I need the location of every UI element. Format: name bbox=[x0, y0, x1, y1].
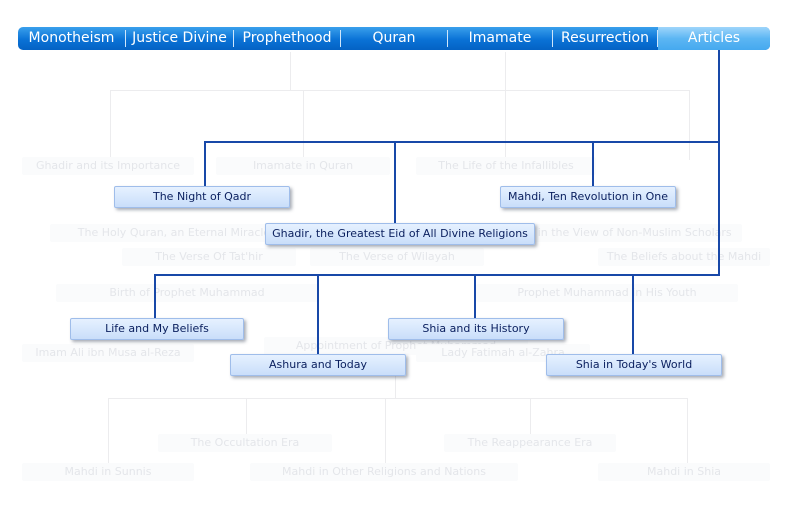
bg-tree-line bbox=[108, 398, 688, 399]
bg-item-birth-prophet: Birth of Prophet Muhammad bbox=[56, 284, 318, 302]
nav-item-quran[interactable]: Quran bbox=[372, 30, 416, 46]
bg-item-imam-ali-reza: Imam Ali ibn Musa al-Reza bbox=[22, 344, 194, 362]
connector-drop bbox=[204, 141, 206, 187]
nav-item-monotheism[interactable]: Monotheism bbox=[28, 30, 115, 46]
nav-separator bbox=[340, 30, 341, 47]
bg-tree-line bbox=[303, 90, 304, 160]
connector-drop bbox=[632, 274, 634, 355]
bg-tree-line bbox=[385, 398, 386, 464]
nav-separator bbox=[552, 30, 553, 47]
bg-tree-line bbox=[110, 90, 111, 160]
nav-item-prophethood[interactable]: Prophethood bbox=[242, 30, 332, 46]
nav-separator bbox=[657, 30, 658, 47]
connector-drop bbox=[394, 141, 396, 224]
bg-tree-line bbox=[505, 52, 506, 90]
article-shia-history[interactable]: Shia and its History bbox=[388, 318, 564, 340]
article-ashura-today[interactable]: Ashura and Today bbox=[230, 354, 406, 376]
bg-item-mahdi-shia: Mahdi in Shia bbox=[598, 463, 770, 481]
article-shia-todays-world[interactable]: Shia in Today's World bbox=[546, 354, 722, 376]
bg-tree-line bbox=[505, 90, 506, 160]
nav-item-imamate[interactable]: Imamate bbox=[468, 30, 532, 46]
bg-item-reappearance-era: The Reappearance Era bbox=[444, 434, 616, 452]
connector-drop bbox=[592, 141, 594, 187]
connector-drop bbox=[317, 274, 319, 355]
bg-tree-line bbox=[687, 398, 688, 464]
nav-separator bbox=[447, 30, 448, 47]
bg-item-verse-wilayah: The Verse of Wilayah bbox=[310, 248, 484, 266]
bg-item-beliefs-mahdi: The Beliefs about the Mahdi bbox=[598, 248, 770, 266]
nav-item-resurrection[interactable]: Resurrection bbox=[561, 30, 649, 46]
nav-separator bbox=[125, 30, 126, 47]
nav-separator bbox=[233, 30, 234, 47]
bg-tree-line bbox=[689, 90, 690, 160]
article-night-of-qadr[interactable]: The Night of Qadr bbox=[114, 186, 290, 208]
bg-item-imamate-in-quran: Imamate in Quran bbox=[216, 157, 390, 175]
article-life-and-beliefs[interactable]: Life and My Beliefs bbox=[70, 318, 244, 340]
bg-item-ghadir-importance: Ghadir and its Importance bbox=[22, 157, 194, 175]
bg-tree-line bbox=[395, 365, 396, 398]
article-ghadir-greatest-eid[interactable]: Ghadir, the Greatest Eid of All Divine R… bbox=[265, 223, 535, 245]
bg-item-mahdi-sunnis: Mahdi in Sunnis bbox=[22, 463, 194, 481]
bg-tree-line bbox=[246, 398, 247, 436]
bg-item-mahdi-other-religions: Mahdi in Other Religions and Nations bbox=[250, 463, 518, 481]
connector-drop bbox=[474, 274, 476, 319]
connector-trunk bbox=[718, 50, 720, 276]
bg-item-quran-non-muslim: Quran in the View of Non-Muslim Scholars bbox=[490, 224, 742, 242]
bg-tree-line bbox=[108, 398, 109, 464]
connector-drop bbox=[154, 274, 156, 319]
bg-item-occultation-era: The Occultation Era bbox=[158, 434, 332, 452]
bg-tree-line bbox=[530, 398, 531, 436]
bg-tree-line bbox=[110, 90, 690, 91]
bg-item-holy-quran-miracle: The Holy Quran, an Eternal Miracle bbox=[50, 224, 298, 242]
connector-branch-top bbox=[204, 141, 720, 143]
bg-tree-line bbox=[290, 52, 291, 90]
nav-item-articles[interactable]: Articles bbox=[658, 27, 770, 50]
bg-item-prophet-youth: Prophet Muhammad in His Youth bbox=[476, 284, 738, 302]
bg-item-life-of-infallibles: The Life of the Infallibles bbox=[416, 157, 596, 175]
bg-item-verse-tathir: The Verse Of Tat'hir bbox=[122, 248, 296, 266]
article-mahdi-ten-revolution[interactable]: Mahdi, Ten Revolution in One bbox=[500, 186, 676, 208]
top-nav-bar: Monotheism Justice Divine Prophethood Qu… bbox=[18, 27, 770, 50]
connector-branch-bottom bbox=[154, 274, 720, 276]
nav-item-justice-divine[interactable]: Justice Divine bbox=[132, 30, 227, 46]
